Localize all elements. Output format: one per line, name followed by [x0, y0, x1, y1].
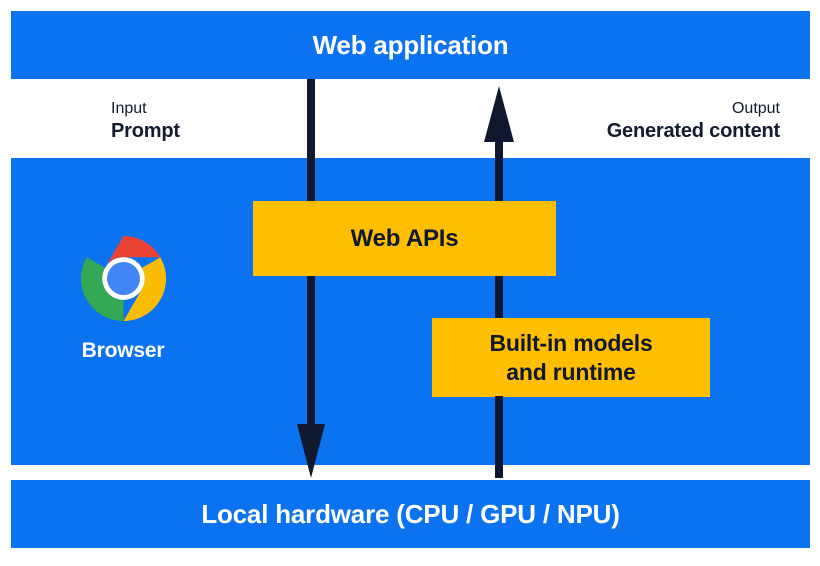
- web-application-title: Web application: [312, 30, 509, 60]
- input-flow-arrow-down-icon: [295, 79, 327, 479]
- web-apis-label: Web APIs: [350, 224, 459, 252]
- builtin-models-line-2: and runtime: [506, 358, 636, 385]
- input-kicker: Input: [111, 100, 147, 117]
- local-hardware-title: Local hardware (CPU / GPU / NPU): [201, 499, 620, 529]
- output-kicker: Output: [731, 100, 780, 117]
- web-application-band: Web application: [11, 11, 810, 79]
- chrome-logo-icon: [80, 235, 166, 322]
- browser-group: Browser: [73, 232, 173, 363]
- input-value: Prompt: [111, 120, 180, 143]
- builtin-models-line-1: Built-in models: [489, 329, 653, 356]
- builtin-models-label: Built-in models and runtime: [489, 329, 652, 386]
- web-apis-box: Web APIs: [253, 201, 556, 276]
- output-flow-arrow-tail: [483, 396, 515, 478]
- input-label-group: Input Prompt: [111, 99, 180, 145]
- browser-label: Browser: [81, 339, 165, 362]
- output-value: Generated content: [606, 120, 781, 143]
- builtin-models-box: Built-in models and runtime: [432, 318, 710, 397]
- output-label-group: Output Generated content: [606, 99, 781, 145]
- local-hardware-band: Local hardware (CPU / GPU / NPU): [11, 480, 810, 548]
